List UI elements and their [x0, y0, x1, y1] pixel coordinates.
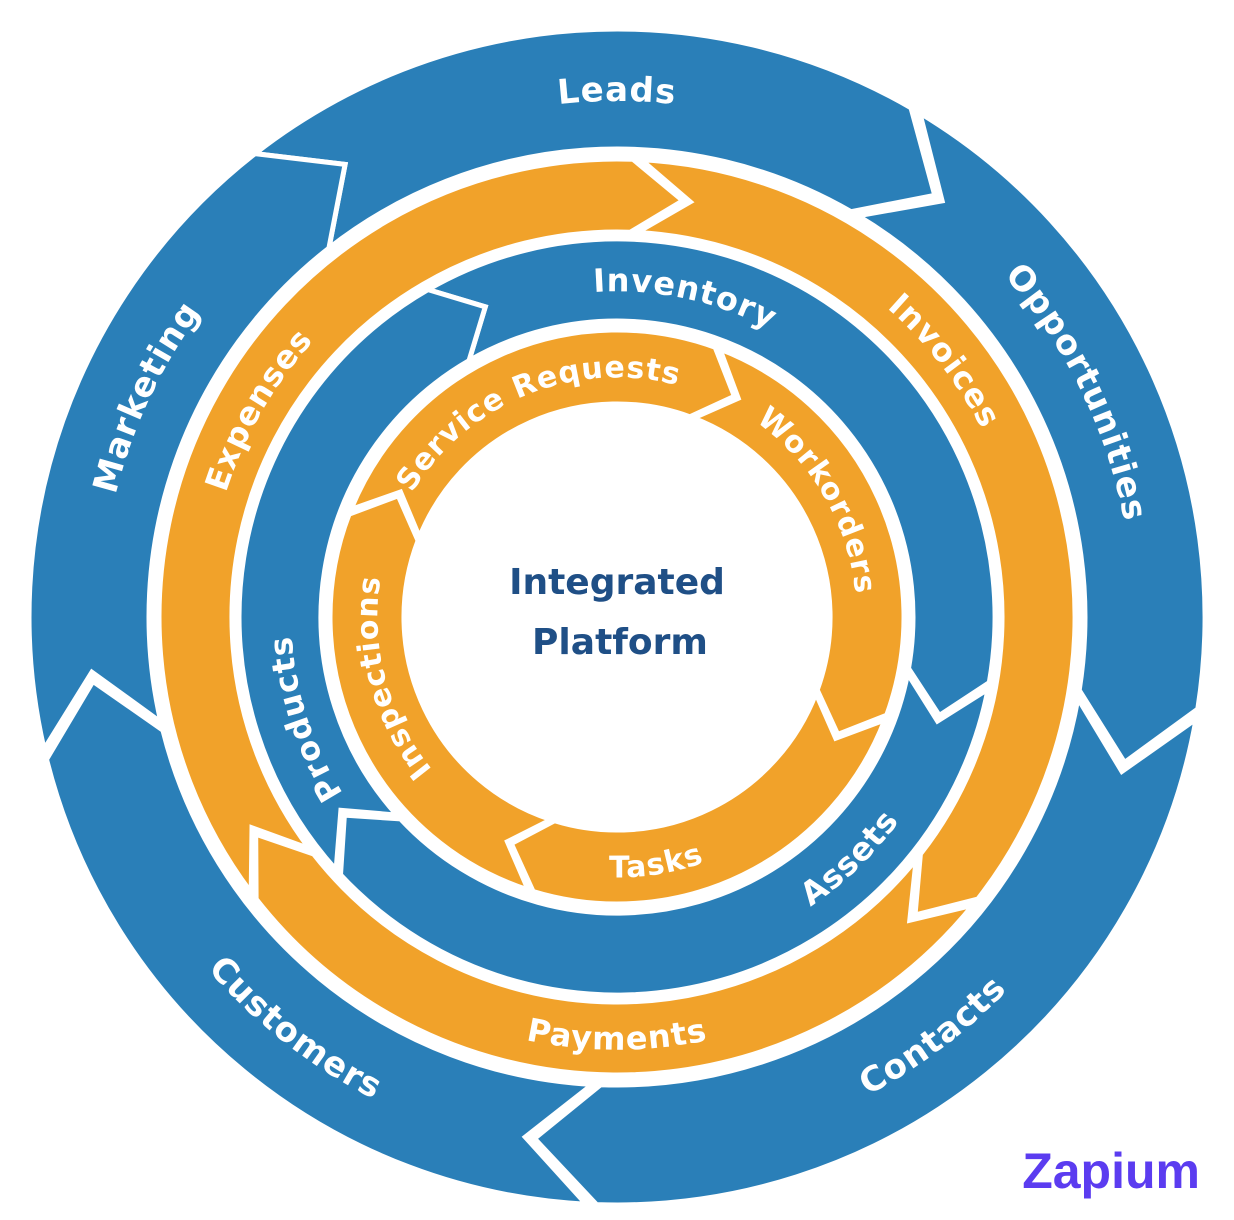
- segment-marketing: [26, 150, 349, 756]
- label-leads: Leads: [556, 70, 679, 113]
- segment-payments: [253, 830, 980, 1078]
- zapium-logo: Zapium: [1022, 1143, 1200, 1199]
- center-title-line-2: Platform: [532, 622, 708, 663]
- segment-inventory: [421, 236, 998, 719]
- brand-wordmark: Zapium: [1022, 1143, 1200, 1199]
- segment-service-requests: [346, 327, 738, 544]
- segment-expenses: [156, 156, 688, 900]
- segment-assets: [337, 666, 992, 998]
- rings-group: [26, 26, 1208, 1208]
- segment-tasks: [508, 686, 890, 907]
- segment-leads: [248, 26, 938, 255]
- segment-inspections: [327, 492, 558, 895]
- center-title-line-1: Integrated: [509, 562, 725, 603]
- segment-customers: [43, 677, 600, 1208]
- segment-invoices: [628, 156, 1078, 919]
- segment-opportunities: [850, 107, 1208, 767]
- segment-workorders: [686, 344, 907, 738]
- segment-contacts: [530, 691, 1200, 1208]
- segment-products: [236, 286, 489, 876]
